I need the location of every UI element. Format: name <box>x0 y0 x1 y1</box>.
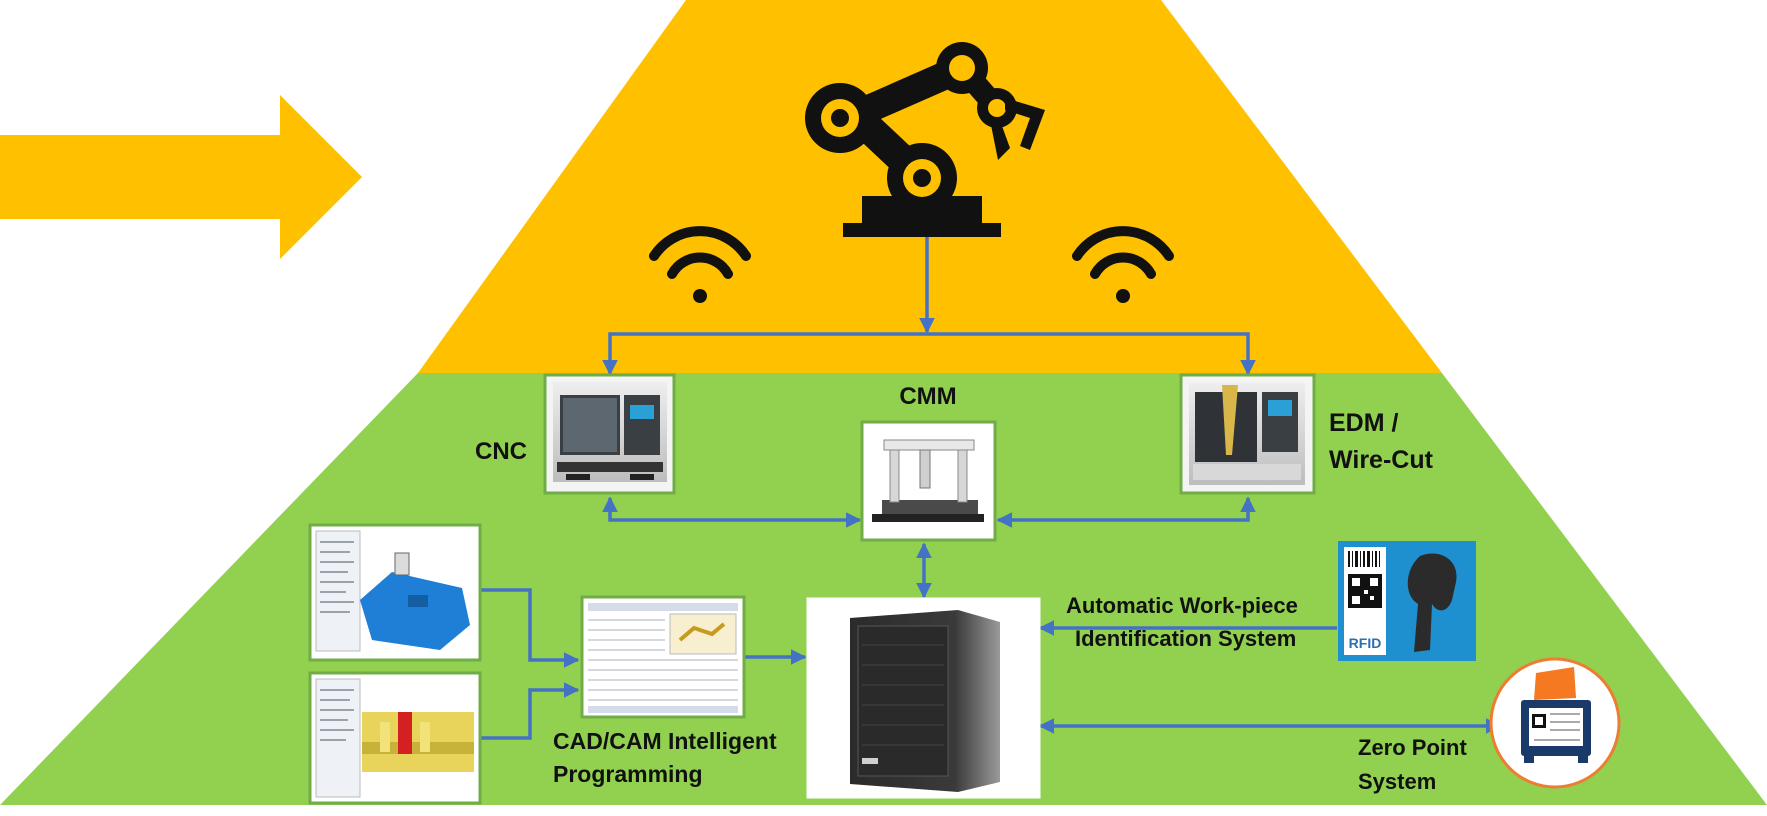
zero-point-fixture-icon <box>1489 657 1621 789</box>
cad-screenshot-2 <box>308 671 482 805</box>
edm-label-line1: EDM / <box>1329 409 1399 437</box>
rfid-tag-text: RFID <box>1349 635 1382 651</box>
cnc-label: CNC <box>475 438 527 465</box>
server-tower-icon <box>806 597 1041 799</box>
edm-label-line2: Wire-Cut <box>1329 446 1433 474</box>
auto-id-label-line2: Identification System <box>1075 626 1297 651</box>
cmm-label: CMM <box>899 383 957 410</box>
robot-arm-icon <box>805 42 1045 237</box>
wifi-icon <box>1072 226 1174 303</box>
zero-point-label-line2: System <box>1358 769 1437 794</box>
barcode-scanner-icon: RFID <box>1338 541 1476 661</box>
cadcam-label-line1: CAD/CAM Intelligent <box>553 728 777 754</box>
cmm-machine-icon <box>860 420 997 542</box>
zero-point-label-line1: Zero Point <box>1358 735 1467 760</box>
edm-machine-icon <box>1179 373 1316 495</box>
cadcam-software-screen <box>580 595 746 719</box>
right-arrow-icon <box>0 95 362 259</box>
connectors <box>481 237 1502 740</box>
cadcam-label-line2: Programming <box>553 761 703 787</box>
cnc-machine-icon <box>543 373 676 495</box>
wifi-icon <box>649 226 751 303</box>
auto-id-label-line1: Automatic Work-piece <box>1066 593 1298 618</box>
cad-screenshot-1 <box>308 523 482 662</box>
